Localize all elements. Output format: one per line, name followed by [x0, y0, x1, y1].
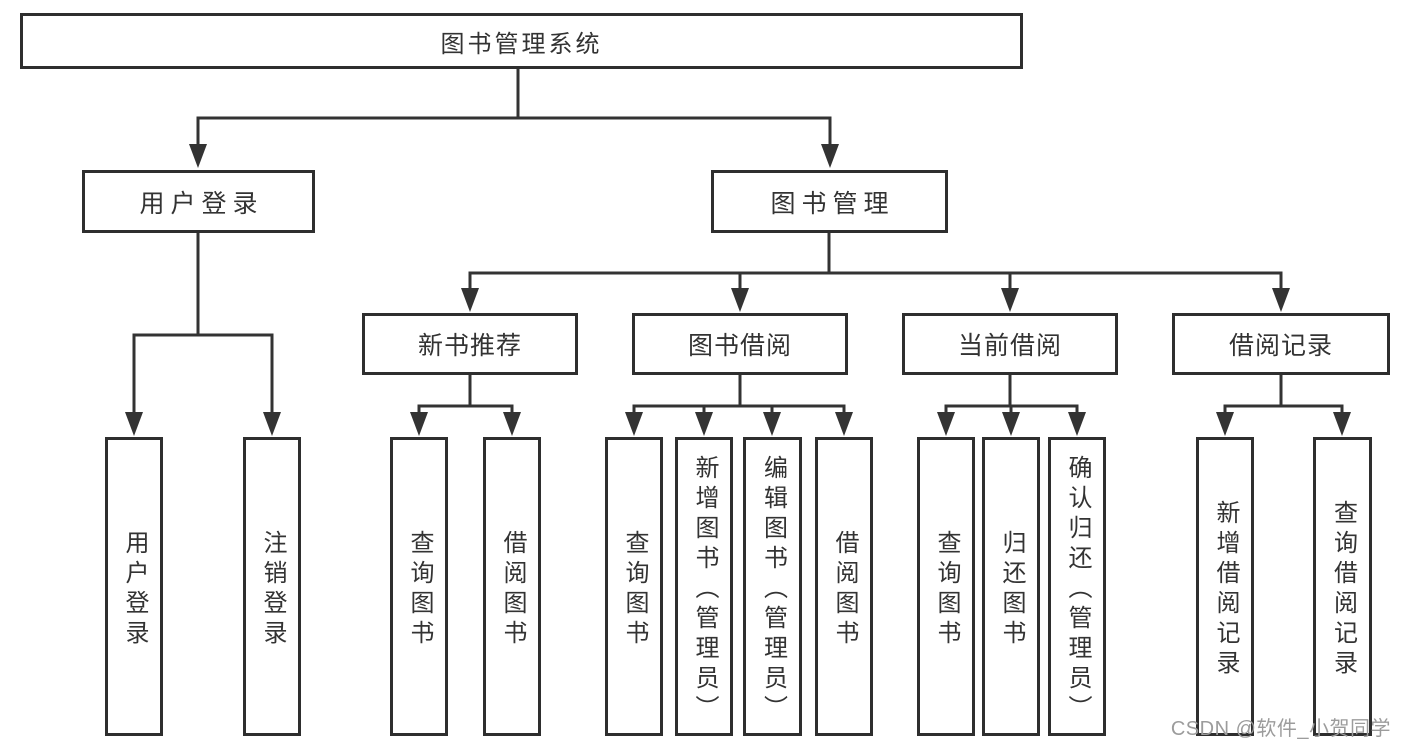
leaf-user-login: 用户登录: [105, 437, 163, 736]
connector-user-login-to-leaves: [132, 233, 274, 414]
node-user-login: 用户登录: [82, 170, 315, 233]
node-new-book-recommend: 新书推荐: [362, 313, 578, 375]
node-label: 新增借阅记录: [1212, 499, 1239, 680]
connector-root-to-level2: [196, 69, 832, 146]
arrow-down-icon: [263, 412, 281, 436]
node-book-borrow: 图书借阅: [632, 313, 848, 375]
node-label: 用户登录: [139, 189, 264, 218]
leaf-borrow-book: 借阅图书: [815, 437, 873, 736]
arrow-down-icon: [1272, 288, 1290, 312]
leaf-query-borrow-record: 查询借阅记录: [1313, 437, 1372, 736]
node-label: 新增图书（管理员）: [691, 454, 718, 725]
leaf-query-book-current: 查询图书: [917, 437, 975, 736]
connector-new-book-to-leaves: [417, 375, 514, 414]
node-label: 借阅图书: [831, 529, 858, 650]
leaf-query-book-recommend: 查询图书: [390, 437, 448, 736]
arrow-down-icon: [1068, 412, 1086, 436]
node-label: 用户登录: [121, 529, 148, 650]
arrow-down-icon: [1333, 412, 1351, 436]
node-label: 查询图书: [406, 529, 433, 650]
leaf-add-book-admin: 新增图书（管理员）: [675, 437, 733, 736]
node-label: 查询图书: [621, 529, 648, 650]
node-label: 归还图书: [998, 529, 1025, 650]
node-label: 注销登录: [259, 529, 286, 650]
arrow-down-icon: [763, 412, 781, 436]
node-label: 图书借阅: [687, 332, 792, 360]
arrow-down-icon: [695, 412, 713, 436]
arrowheads: [125, 144, 1351, 436]
arrow-down-icon: [731, 288, 749, 312]
leaf-confirm-return-admin: 确认归还（管理员）: [1048, 437, 1106, 736]
arrow-down-icon: [835, 412, 853, 436]
node-label: 当前借阅: [957, 332, 1062, 360]
connector-record-to-leaves: [1223, 375, 1344, 414]
node-book-management: 图书管理: [711, 170, 948, 233]
arrow-down-icon: [1216, 412, 1234, 436]
leaf-query-book-borrow: 查询图书: [605, 437, 663, 736]
node-current-borrow: 当前借阅: [902, 313, 1118, 375]
node-label: 借阅记录: [1228, 332, 1333, 360]
connector-current-to-leaves: [944, 375, 1079, 414]
arrow-down-icon: [461, 288, 479, 312]
node-label: 图书管理系统: [440, 30, 603, 58]
arrow-down-icon: [1002, 412, 1020, 436]
node-system-root: 图书管理系统: [20, 13, 1023, 69]
leaf-return-book: 归还图书: [982, 437, 1040, 736]
arrow-down-icon: [189, 144, 207, 168]
leaf-edit-book-admin: 编辑图书（管理员）: [743, 437, 802, 736]
arrow-down-icon: [503, 412, 521, 436]
arrow-down-icon: [821, 144, 839, 168]
leaf-logout: 注销登录: [243, 437, 301, 736]
arrow-down-icon: [1001, 288, 1019, 312]
node-label: 借阅图书: [499, 529, 526, 650]
node-label: 编辑图书（管理员）: [759, 454, 787, 725]
arrow-down-icon: [625, 412, 643, 436]
csdn-watermark: CSDN @软件_小贺同学: [1170, 718, 1391, 740]
node-label: 确认归还（管理员）: [1064, 454, 1091, 725]
node-label: 图书管理: [770, 189, 895, 218]
arrow-down-icon: [937, 412, 955, 436]
connector-book-mgmt-to-level3: [468, 233, 1283, 290]
node-label: 新书推荐: [417, 332, 522, 360]
arrow-down-icon: [410, 412, 428, 436]
leaf-add-borrow-record: 新增借阅记录: [1196, 437, 1254, 736]
node-label: 查询借阅记录: [1329, 499, 1357, 680]
arrow-down-icon: [125, 412, 143, 436]
leaf-borrow-book-recommend: 借阅图书: [483, 437, 541, 736]
node-borrow-record: 借阅记录: [1172, 313, 1390, 375]
node-label: 查询图书: [933, 529, 960, 650]
connector-borrow-to-leaves: [632, 375, 846, 414]
